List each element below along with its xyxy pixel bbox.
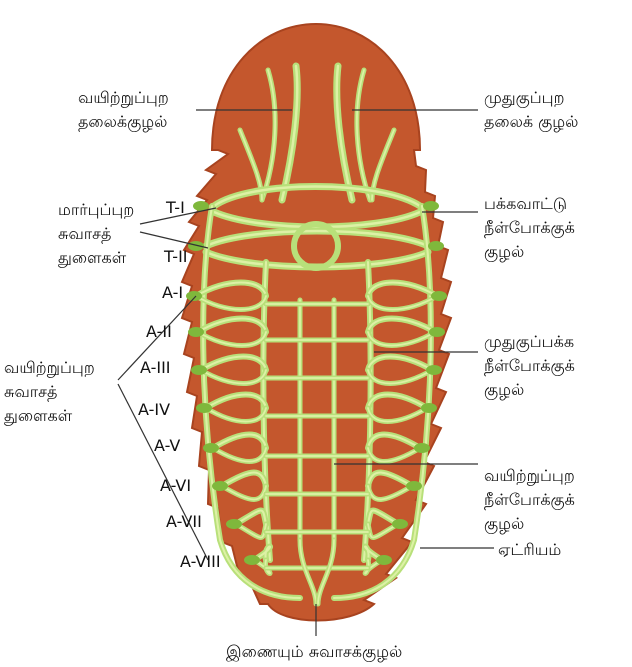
spiracle-right-3 — [431, 291, 447, 301]
segment-label-a6: A-VI — [160, 476, 191, 496]
spiracle-right-5 — [426, 365, 442, 375]
spiracle-left-7 — [203, 443, 219, 453]
spiracle-right-4 — [429, 327, 445, 337]
label-connecting-trachea: இணையும் சுவாசக்குழல் — [226, 640, 402, 664]
spiracle-right-9 — [392, 519, 408, 529]
segment-label-a1: A-I — [162, 283, 183, 303]
segment-label-t1: T-I — [166, 198, 185, 218]
spiracle-left-3 — [186, 291, 202, 301]
segment-label-a7: A-VII — [166, 512, 202, 532]
segment-label-a8: A-VIII — [180, 552, 221, 572]
spiracle-left-9 — [226, 519, 242, 529]
spiracle-right-7 — [414, 443, 430, 453]
spiracle-left-4 — [188, 327, 204, 337]
spiracle-right-1 — [423, 201, 439, 211]
segment-label-a3: A-III — [140, 358, 171, 378]
segment-label-t2: T-II — [164, 247, 188, 267]
segment-label-a4: A-IV — [138, 400, 170, 420]
spiracle-left-6 — [196, 403, 212, 413]
spiracle-left-5 — [191, 365, 207, 375]
spiracle-right-6 — [421, 403, 437, 413]
segment-label-a5: A-V — [154, 436, 180, 456]
label-lateral-longitudinal-trachea: பக்கவாட்டுநீள்போக்குக்குழல் — [484, 192, 575, 264]
spiracle-right-8 — [406, 481, 422, 491]
spiracle-left-8 — [212, 481, 228, 491]
spiracle-left-10 — [244, 555, 260, 565]
spiracle-right-10 — [376, 555, 392, 565]
spiracle-right-2 — [428, 241, 444, 251]
segment-label-a2: A-II — [146, 322, 172, 342]
label-atrium: ஏட்ரியம் — [498, 538, 561, 562]
